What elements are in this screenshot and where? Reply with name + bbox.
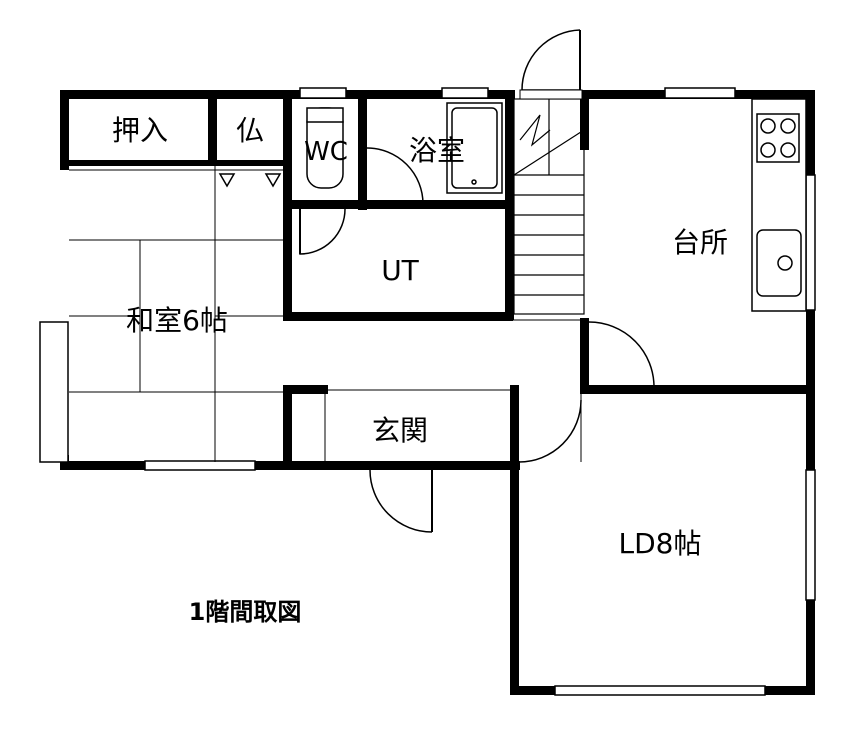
window-kitchen-top	[664, 87, 736, 99]
window-kitchen-right	[805, 174, 816, 311]
room-label-entrance: 玄関	[372, 414, 428, 447]
closet-door-marks	[218, 173, 282, 188]
bathtub	[446, 102, 503, 194]
back-door-swing	[521, 29, 581, 91]
window-washitsu-left	[39, 321, 69, 463]
kitchen-counter	[751, 98, 807, 312]
wc-door-swing	[366, 147, 424, 205]
wall-hall-left	[283, 388, 292, 470]
wall-ut-top	[283, 200, 513, 209]
entrance-door-swing	[369, 469, 433, 533]
wall-left-upper	[60, 90, 69, 170]
wall-wc-right	[358, 90, 367, 210]
wall-kitchen-post	[580, 318, 589, 388]
wall-closet-bottom	[60, 160, 285, 166]
room-label-butsudan: 仏	[236, 114, 264, 147]
ut-door-swing	[299, 208, 346, 255]
room-label-ld: LD8帖	[619, 527, 702, 560]
window-bath-top	[441, 87, 489, 99]
wall-ut-bottom	[283, 312, 513, 321]
window-washitsu-bottom	[144, 460, 256, 471]
staircase	[513, 98, 585, 315]
room-label-bath: 浴室	[409, 134, 465, 167]
room-label-kitchen: 台所	[672, 226, 728, 259]
hall-lines	[292, 319, 806, 462]
window-wc-top	[299, 87, 347, 99]
wall-closet-divider	[208, 90, 217, 165]
room-label-oshiire: 押入	[112, 114, 168, 147]
room-label-utility: UT	[381, 254, 419, 287]
windows	[39, 87, 816, 696]
toilet	[306, 107, 344, 189]
window-ld-right	[805, 469, 816, 601]
kitchen-door-swing	[588, 321, 655, 388]
ld-door-swing	[518, 399, 582, 463]
plan-title: 1階間取図	[189, 598, 302, 626]
room-label-wc: WC	[304, 137, 348, 167]
room-label-washitsu: 和室6帖	[126, 304, 228, 337]
window-ld-bottom	[554, 685, 766, 696]
tatami-lines	[69, 166, 283, 462]
wall-ld-left	[510, 385, 519, 695]
